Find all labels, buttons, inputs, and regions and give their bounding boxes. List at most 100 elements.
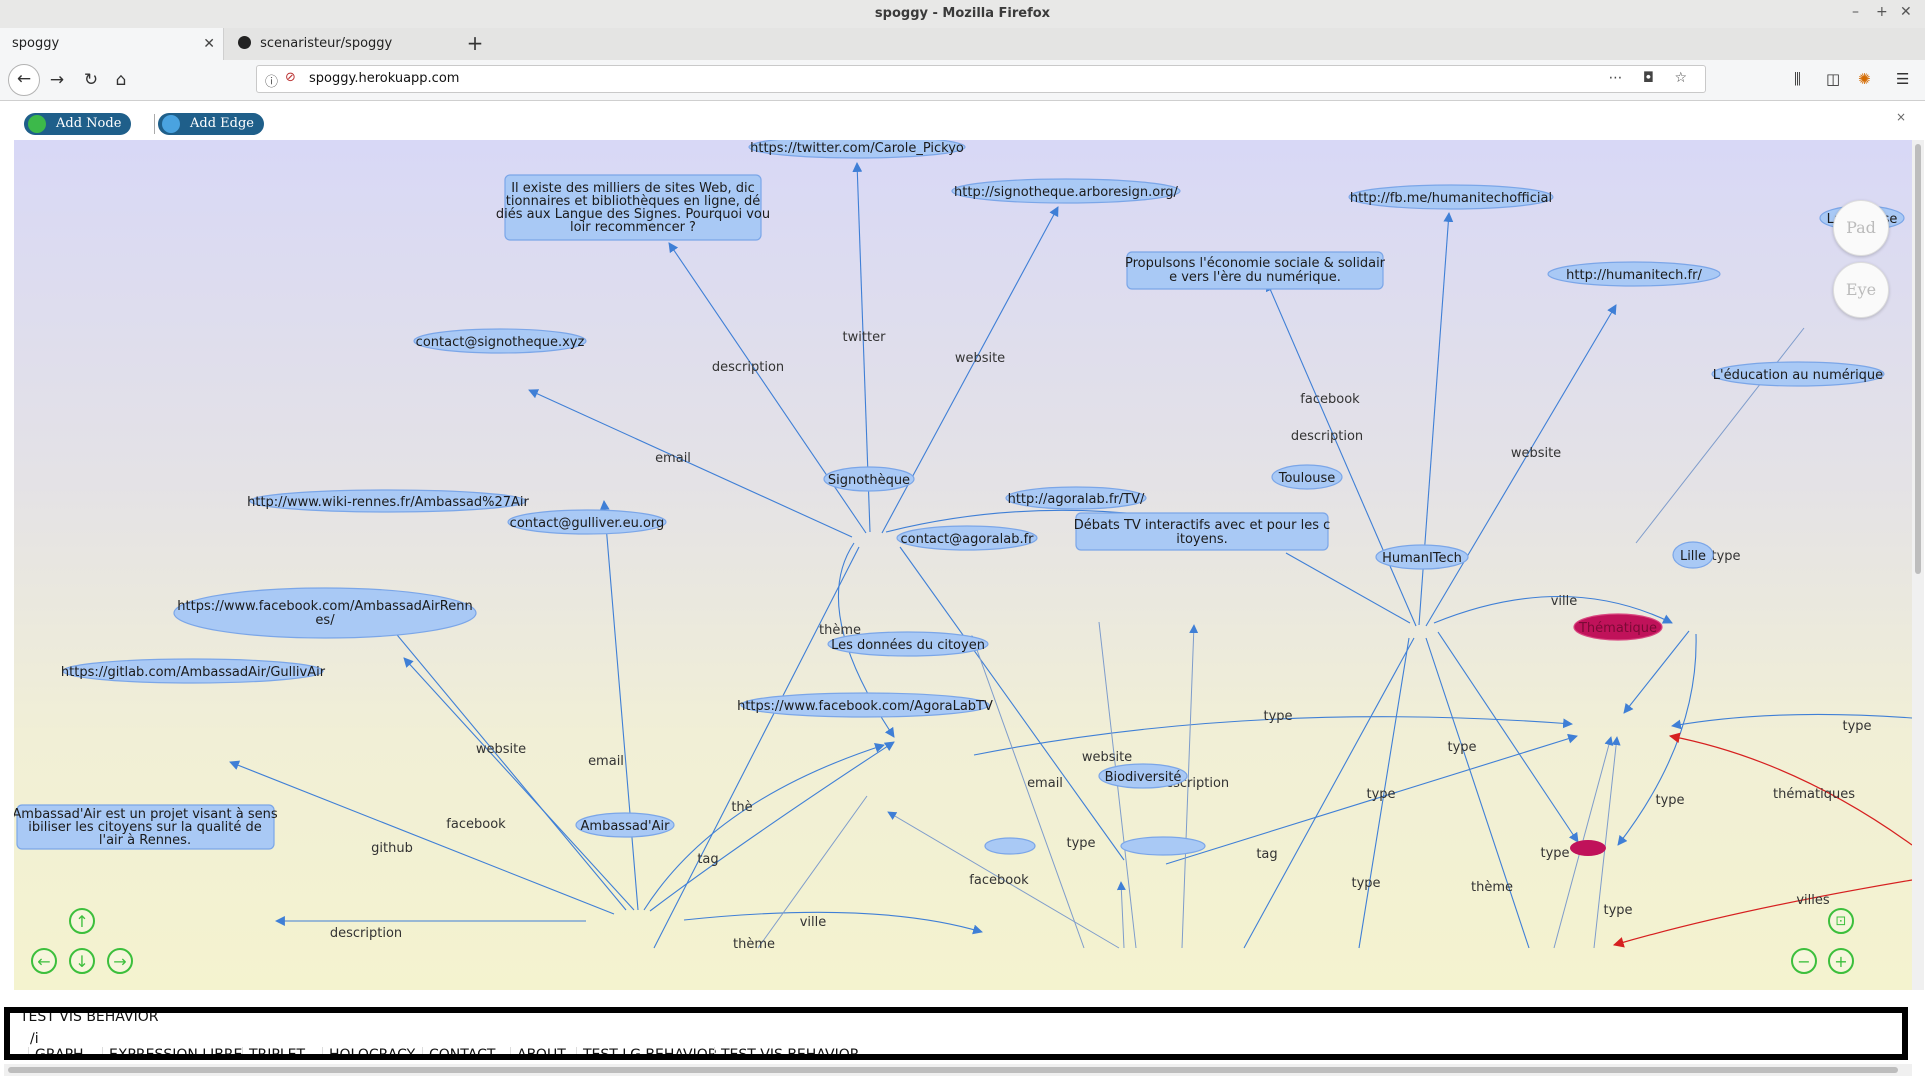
edge-description-humanitech[interactable] bbox=[1265, 281, 1417, 627]
node-partial-red[interactable] bbox=[1570, 840, 1606, 856]
forward-button[interactable]: → bbox=[49, 70, 65, 90]
edge-humanitech-tag[interactable] bbox=[1243, 637, 1415, 949]
edge-type-right[interactable] bbox=[1671, 713, 1912, 730]
url-text[interactable]: spoggy.herokuapp.com bbox=[309, 71, 460, 86]
edge-description-agoralab[interactable] bbox=[1181, 624, 1199, 949]
tab-github[interactable]: scenaristeur/spoggy bbox=[226, 28, 454, 60]
tab-about[interactable]: ABOUT bbox=[510, 1047, 572, 1054]
edge-theme-amb[interactable] bbox=[643, 743, 885, 911]
eye-button[interactable]: Eye bbox=[1833, 262, 1889, 318]
pan-left-icon[interactable]: ← bbox=[31, 948, 57, 974]
edge-toulouse-humanitech[interactable] bbox=[1285, 552, 1411, 624]
zoom-out-icon[interactable]: − bbox=[1791, 948, 1817, 974]
insecure-lock-icon[interactable]: ⊘ bbox=[285, 70, 296, 85]
pan-down-icon[interactable]: ↓ bbox=[69, 948, 95, 974]
edge-github-amb[interactable] bbox=[229, 760, 615, 915]
edge-email-amb[interactable] bbox=[599, 500, 639, 911]
fit-view-icon[interactable]: ⊡ bbox=[1828, 908, 1854, 934]
edge-tag-amb[interactable] bbox=[649, 741, 895, 912]
add-node-button[interactable]: Add Node bbox=[24, 113, 132, 135]
edge-email-agoralab[interactable] bbox=[970, 635, 1085, 949]
reload-button[interactable]: ↻ bbox=[83, 70, 99, 90]
pan-right-icon[interactable]: → bbox=[107, 948, 133, 974]
node-partial-2[interactable] bbox=[1120, 836, 1206, 856]
tab-test-vis-behavior[interactable]: TEST VIS BEHAVIOR bbox=[714, 1047, 865, 1054]
node-gitlab[interactable] bbox=[62, 658, 324, 684]
node-propulsons[interactable] bbox=[1126, 251, 1384, 290]
node-humanitech[interactable] bbox=[1375, 544, 1469, 570]
tab-triplet[interactable]: TRIPLET bbox=[242, 1047, 311, 1054]
node-donnees[interactable] bbox=[827, 631, 989, 657]
pan-up-icon[interactable]: ↑ bbox=[69, 908, 95, 934]
node-fb-ambassad[interactable] bbox=[173, 587, 477, 639]
edge-facebook-agoralab[interactable] bbox=[887, 811, 1120, 949]
node-arboresign[interactable] bbox=[951, 178, 1181, 204]
edge-description-signo[interactable] bbox=[668, 242, 867, 534]
node-contact-signo[interactable] bbox=[413, 328, 587, 354]
edge-type-biodiversite[interactable] bbox=[1165, 733, 1578, 865]
node-education[interactable] bbox=[1711, 361, 1885, 387]
page-actions-icon[interactable]: ⋯ ◘ ☆ bbox=[1608, 70, 1695, 86]
tab-test-lg-behavior[interactable]: TEST LG BEHAVIOR bbox=[576, 1047, 724, 1054]
edge-villes[interactable] bbox=[1612, 879, 1912, 948]
new-tab-button[interactable]: + bbox=[466, 31, 484, 55]
edge-website-humanitech[interactable] bbox=[1425, 304, 1617, 627]
add-edge-button[interactable]: Add Edge bbox=[158, 113, 264, 135]
horizontal-scrollbar[interactable] bbox=[4, 1064, 1912, 1076]
node-biodiversite[interactable] bbox=[1098, 763, 1188, 789]
node-ambassad-air[interactable] bbox=[575, 812, 675, 838]
node-fb-agoralab[interactable] bbox=[740, 692, 990, 718]
url-bar[interactable]: ⓘ ⊘ spoggy.herokuapp.com ⋯ ◘ ☆ bbox=[256, 65, 1706, 93]
node-twitter[interactable] bbox=[748, 140, 966, 159]
extension-icon[interactable]: ✺ bbox=[1858, 70, 1871, 88]
node-desc-amb[interactable] bbox=[16, 804, 275, 850]
node-wiki-rennes[interactable] bbox=[249, 489, 527, 513]
info-icon[interactable]: ⓘ bbox=[265, 75, 279, 90]
graph-svg[interactable]: twitter description website email ville … bbox=[14, 140, 1912, 990]
edge-type-donnees[interactable] bbox=[973, 716, 1573, 756]
node-lille[interactable] bbox=[1672, 541, 1714, 569]
tab-expression-libre[interactable]: EXPRESSION LIBRE bbox=[102, 1047, 248, 1054]
tab-spoggy[interactable]: spoggy ✕ bbox=[0, 28, 224, 60]
edge-type-agoralab[interactable] bbox=[1116, 881, 1126, 949]
edge-thematiques[interactable] bbox=[1668, 732, 1912, 846]
close-tab-icon[interactable]: ✕ bbox=[203, 36, 215, 52]
edge-humanitech-type[interactable] bbox=[1358, 637, 1410, 949]
edge-ville-lille[interactable] bbox=[1433, 595, 1673, 624]
graph-canvas[interactable]: twitter description website email ville … bbox=[14, 140, 1912, 990]
node-signotheque[interactable] bbox=[823, 466, 915, 492]
edge-facebook-amb[interactable] bbox=[367, 599, 627, 911]
edge-theme-agoralab[interactable] bbox=[757, 795, 868, 949]
node-partial-1[interactable] bbox=[984, 837, 1036, 855]
edge-wiki[interactable] bbox=[403, 657, 635, 911]
tab-contact[interactable]: CONTACT bbox=[422, 1047, 501, 1054]
edge-email-signo[interactable] bbox=[528, 389, 853, 538]
edge-type-education[interactable] bbox=[1635, 327, 1805, 544]
library-icon[interactable]: ⫼ bbox=[1794, 70, 1801, 88]
node-humanitech-fb[interactable] bbox=[1348, 184, 1554, 210]
maximize-icon[interactable]: + bbox=[1876, 4, 1888, 20]
sidebar-icon[interactable]: ◫ bbox=[1826, 70, 1841, 88]
edge-signo-biodiversite[interactable] bbox=[899, 546, 1125, 861]
close-window-icon[interactable]: ✕ bbox=[1900, 4, 1912, 20]
tab-graph[interactable]: GRAPH bbox=[28, 1047, 90, 1054]
minimize-icon[interactable]: – bbox=[1852, 4, 1859, 20]
node-debats[interactable] bbox=[1075, 512, 1329, 551]
back-button[interactable]: ← bbox=[8, 64, 40, 96]
edge-ville-amb[interactable] bbox=[683, 911, 983, 935]
zoom-in-icon[interactable]: + bbox=[1828, 948, 1854, 974]
node-thematique[interactable] bbox=[1573, 613, 1663, 641]
pad-button[interactable]: Pad bbox=[1833, 200, 1889, 256]
menu-icon[interactable]: ☰ bbox=[1896, 70, 1910, 88]
node-contact-agoralab[interactable] bbox=[896, 525, 1038, 551]
close-toolbar-icon[interactable]: × bbox=[1895, 110, 1906, 124]
edge-humanitech-theme[interactable] bbox=[1425, 637, 1530, 949]
tab-holocracy[interactable]: HOLOCRACY bbox=[322, 1047, 421, 1054]
node-humanitech-site[interactable] bbox=[1547, 261, 1721, 287]
edge-type-bottom-2[interactable] bbox=[1593, 736, 1621, 949]
vertical-scrollbar[interactable] bbox=[1912, 140, 1924, 990]
node-agoralab-tv[interactable] bbox=[1005, 486, 1147, 510]
edge-type-lille[interactable] bbox=[1623, 630, 1690, 714]
node-contact-gulliver[interactable] bbox=[507, 509, 667, 535]
edge-type-humanitech[interactable] bbox=[1437, 631, 1579, 843]
